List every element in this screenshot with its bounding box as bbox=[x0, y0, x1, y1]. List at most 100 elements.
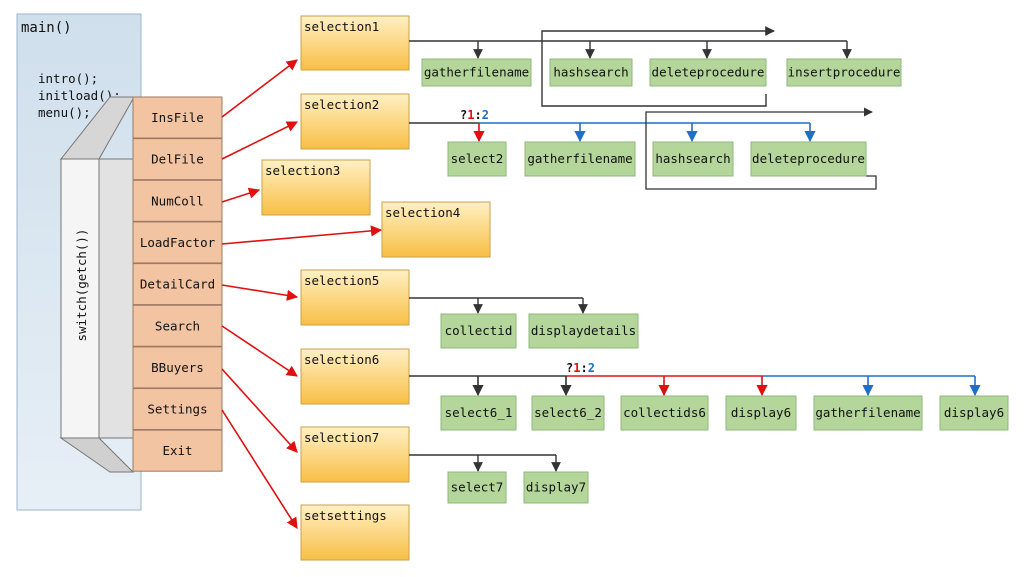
selection5-connectors bbox=[409, 297, 588, 314]
selection-box-selection3: selection3 bbox=[261, 159, 371, 216]
sub-process-boxes: gatherfilename hashsearch deleteprocedure i… bbox=[421, 58, 1009, 504]
menu-item-box bbox=[132, 263, 223, 306]
sub-box-label: gatherfilename bbox=[815, 405, 920, 420]
selection-box-rect bbox=[300, 269, 410, 326]
menu-item-insfile: InsFile bbox=[132, 96, 223, 139]
menu-item-label: DelFile bbox=[151, 152, 204, 167]
sub-box-rect bbox=[620, 395, 709, 431]
arrow-detailcard bbox=[221, 284, 299, 301]
sub-box-s6-display6: display6 bbox=[725, 395, 797, 431]
menu-item-loadfactor: LoadFactor bbox=[132, 221, 223, 264]
menu-item-numcoll: NumColl bbox=[132, 179, 223, 222]
sub-box-s1-insertprocedure: insertprocedure bbox=[786, 58, 902, 87]
selection-box-selection2: selection2 bbox=[300, 93, 410, 150]
switch-label: switch(getch()) bbox=[74, 229, 89, 342]
selection2-connectors bbox=[409, 107, 877, 190]
menu-item-label: Settings bbox=[147, 402, 207, 417]
sub-box-rect bbox=[649, 58, 767, 87]
sub-box-rect bbox=[421, 58, 532, 87]
selection-box-label: selection3 bbox=[265, 163, 340, 178]
selection-box-selection4: selection4 bbox=[381, 201, 491, 258]
menu-item-bbuyers: BBuyers bbox=[132, 346, 223, 389]
sub-box-label: gatherfilename bbox=[527, 151, 632, 166]
code-line-intro: intro(); bbox=[38, 71, 98, 86]
main-title: main() bbox=[21, 20, 72, 36]
selection-box-rect bbox=[300, 504, 410, 561]
sub-box-s1-deleteprocedure: deleteprocedure bbox=[649, 58, 767, 87]
sub-box-label: insertprocedure bbox=[788, 65, 901, 80]
sub-box-s6-display6: display6 bbox=[939, 395, 1009, 431]
selection-box-selection7: selection7 bbox=[300, 426, 410, 483]
sub-box-label: display7 bbox=[526, 480, 586, 495]
menu-item-label: BBuyers bbox=[151, 360, 204, 375]
sub-box-rect bbox=[447, 471, 507, 504]
sub-box-rect bbox=[524, 141, 636, 177]
selection-box-rect bbox=[381, 201, 491, 258]
selection-boxes: selection1 selection2 selection3 selection4… bbox=[261, 15, 491, 561]
sub-box-s7-select7: select7 bbox=[447, 471, 507, 504]
sub-box-rect bbox=[750, 141, 867, 177]
menu-item-label: LoadFactor bbox=[140, 235, 216, 250]
selection-box-label: setsettings bbox=[304, 508, 387, 523]
selection-box-label: selection5 bbox=[304, 273, 379, 288]
selection-box-label: selection1 bbox=[304, 19, 379, 34]
menu-item-box bbox=[132, 388, 223, 431]
menu-item-label: DetailCard bbox=[140, 277, 215, 292]
selection-box-label: selection4 bbox=[385, 205, 460, 220]
switch-bracket-side bbox=[98, 158, 134, 439]
selection-box-rect bbox=[300, 93, 410, 150]
sub-box-s1-hashsearch: hashsearch bbox=[549, 58, 633, 87]
selection7-connectors bbox=[409, 454, 561, 472]
sub-box-label: displaydetails bbox=[531, 323, 636, 338]
arrow-loadfactor bbox=[221, 225, 383, 245]
selection-box-rect bbox=[300, 15, 410, 71]
sub-box-rect bbox=[447, 141, 507, 177]
menu-item-delfile: DelFile bbox=[132, 138, 223, 181]
arrow-insfile bbox=[221, 59, 298, 118]
menu-item-label: Search bbox=[155, 318, 200, 333]
menu-item-search: Search bbox=[132, 304, 223, 347]
sub-box-s2-gatherfilename: gatherfilename bbox=[524, 141, 636, 177]
code-line-menu: menu(); bbox=[38, 105, 91, 120]
selection-box-label: selection2 bbox=[304, 97, 379, 112]
selection-box-label: selection7 bbox=[304, 430, 379, 445]
menu-list: InsFileDelFileNumCollLoadFactorDetailCar… bbox=[132, 96, 223, 472]
arrow-search bbox=[221, 325, 298, 377]
sub-box-label: hashsearch bbox=[655, 151, 730, 166]
sub-box-label: hashsearch bbox=[553, 65, 628, 80]
arrow-delfile bbox=[221, 121, 299, 160]
sub-box-s6-collectids6: collectids6 bbox=[620, 395, 709, 431]
selection6-connectors bbox=[409, 375, 981, 397]
sub-box-s6-select6-1: select6_1 bbox=[440, 395, 517, 431]
menu-item-box bbox=[132, 429, 223, 472]
sub-box-label: deleteprocedure bbox=[752, 151, 865, 166]
menu-item-box bbox=[132, 221, 223, 264]
switch-bracket-face bbox=[60, 158, 100, 439]
sub-box-rect bbox=[531, 395, 605, 431]
menu-item-exit: Exit bbox=[132, 429, 223, 472]
arrow-bbuyers bbox=[221, 368, 298, 453]
sub-box-s1-gatherfilename: gatherfilename bbox=[421, 58, 532, 87]
menu-item-label: Exit bbox=[162, 443, 192, 458]
sub-box-s2-select2: select2 bbox=[447, 141, 507, 177]
menu-item-box bbox=[132, 96, 223, 139]
sub-box-rect bbox=[786, 58, 902, 87]
sub-box-label: gatherfilename bbox=[424, 65, 529, 80]
sub-box-rect bbox=[528, 313, 639, 349]
menu-item-settings: Settings bbox=[132, 388, 223, 431]
sub-box-rect bbox=[652, 141, 734, 177]
selection-box-setsettings: setsettings bbox=[300, 504, 410, 561]
ternary-label-s6: ?1:2 bbox=[566, 361, 595, 375]
sub-box-label: display6 bbox=[731, 405, 791, 420]
menu-item-box bbox=[132, 304, 223, 347]
menu-item-detailcard: DetailCard bbox=[132, 263, 223, 306]
sub-box-rect bbox=[549, 58, 633, 87]
arrow-numcoll bbox=[221, 187, 261, 203]
sub-box-rect bbox=[725, 395, 797, 431]
menu-item-label: NumColl bbox=[151, 193, 204, 208]
sub-box-label: select6_1 bbox=[445, 405, 513, 420]
sub-box-rect bbox=[523, 471, 589, 504]
sub-box-s6-gatherfilename: gatherfilename bbox=[813, 395, 923, 431]
menu-item-label: InsFile bbox=[151, 110, 204, 125]
